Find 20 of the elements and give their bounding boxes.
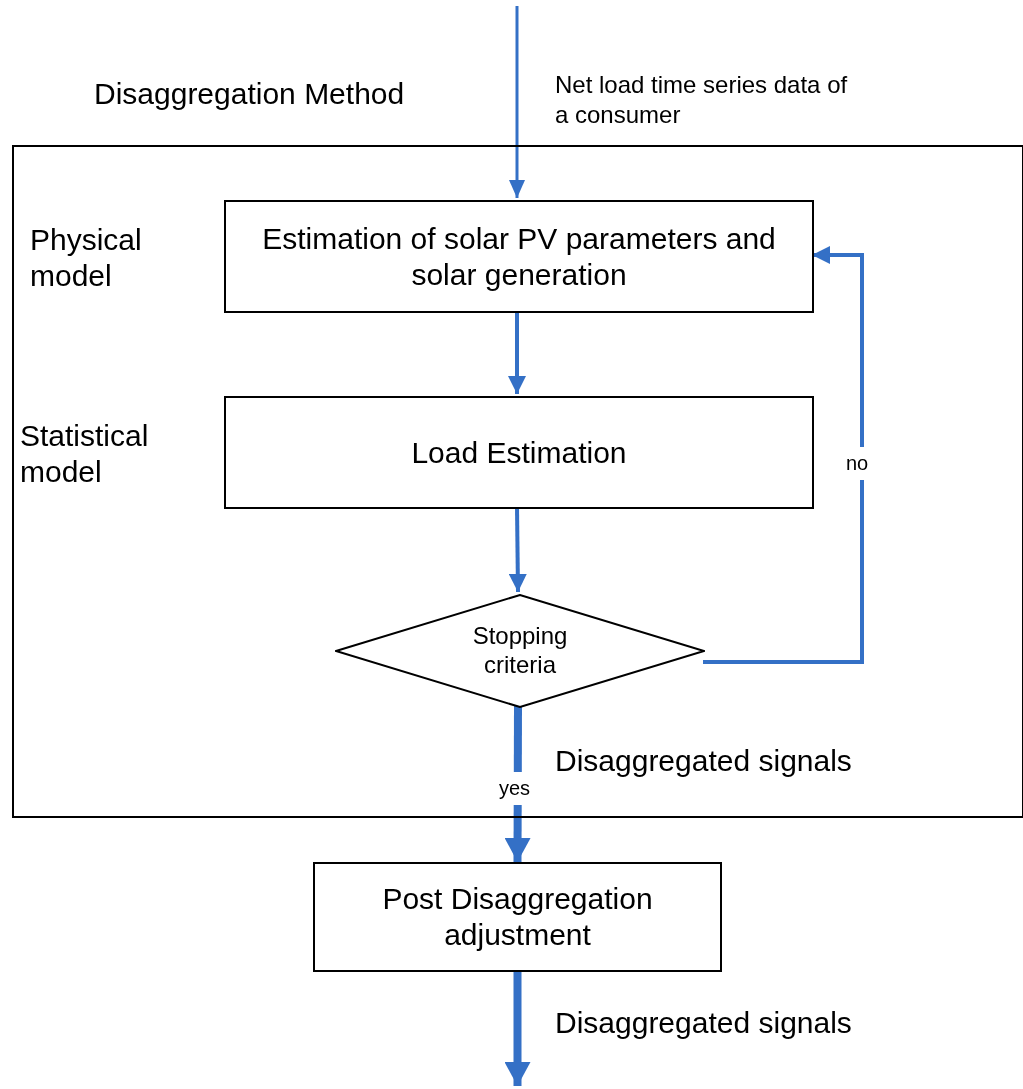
- node-text: Stopping criteria: [471, 622, 569, 680]
- output-label: Disaggregated signals: [555, 744, 852, 778]
- process-box: [224, 396, 814, 509]
- edge-label: yes: [497, 772, 533, 805]
- arrow: [504, 972, 531, 1086]
- node-text: Estimation of solar PV parameters and solar generation: [261, 220, 777, 293]
- group-heading: Disaggregation Method: [94, 77, 405, 111]
- edge-label: Net load time series data of a consumer: [555, 70, 849, 130]
- node-text: Post Disaggregation adjustment: [381, 881, 654, 953]
- node-text: Load Estimation: [410, 434, 628, 471]
- model-label: Physical model: [30, 222, 143, 294]
- edge-label: Disaggregated signals: [555, 1005, 852, 1041]
- arrow: [703, 246, 864, 664]
- model-label: Statistical model: [20, 418, 150, 490]
- decision-diamond: [335, 594, 705, 708]
- arrow: [509, 6, 525, 198]
- edge-label: no: [844, 447, 871, 480]
- arrow: [508, 311, 526, 394]
- process-box: [224, 200, 814, 313]
- process-box: [313, 862, 722, 972]
